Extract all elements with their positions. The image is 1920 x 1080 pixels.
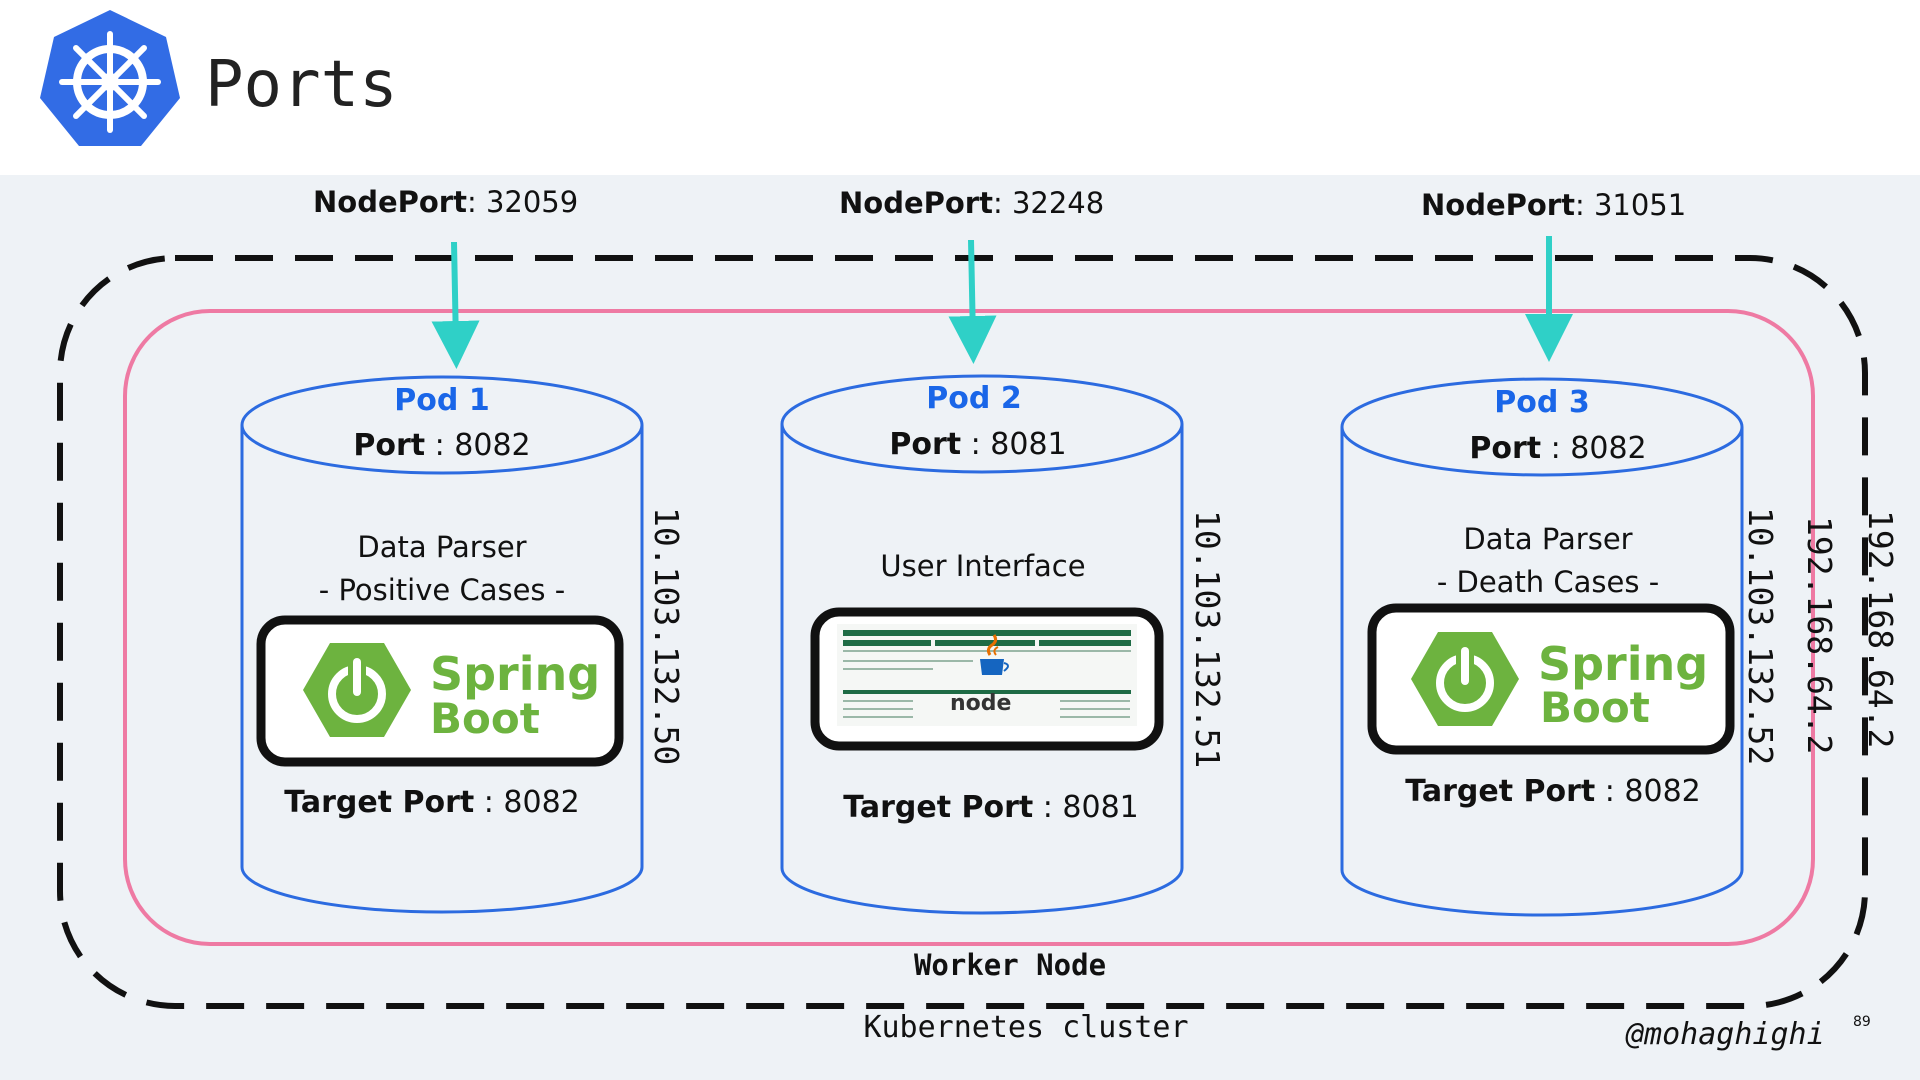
spring-boot-power-icon (303, 643, 411, 737)
pod-3-logo-boot: Boot (1540, 683, 1650, 732)
node-logo-text: node (950, 691, 1011, 716)
header: Ports (40, 10, 398, 146)
page-number: 89 (1853, 1014, 1871, 1030)
pod-1-logo-boot: Boot (430, 694, 540, 743)
pod-2: Pod 2 Port : 8081 User Interface (780, 374, 1184, 915)
node-ip-inner: 192.168.64.2 (1800, 516, 1839, 754)
page-title: Ports (205, 48, 398, 122)
pod-ips: 10.103.132.50 10.103.132.51 10.103.132.5… (647, 507, 1780, 768)
nodeport-label-3: NodePort: 31051 (1421, 188, 1686, 222)
spring-boot-power-icon (1411, 632, 1519, 726)
nodeport-label-1: NodePort: 32059 (313, 185, 578, 219)
pod-1-target-port: Target Port : 8082 (284, 785, 580, 820)
pod-2-target-port: Target Port : 8081 (843, 790, 1139, 825)
pod-1-logo-spring: Spring (430, 647, 600, 701)
pod-1-ip: 10.103.132.50 (647, 507, 686, 765)
pod-1-desc-line1: Data Parser (357, 530, 526, 564)
nodeport-arrow-2 (948, 239, 997, 364)
pod-3-desc-line2: - Death Cases - (1437, 565, 1659, 599)
cluster-label: Kubernetes cluster (863, 1010, 1188, 1045)
pod-2-ip: 10.103.132.51 (1188, 510, 1227, 768)
java-cup-icon (980, 634, 1009, 675)
pod-1: Pod 1 Port : 8082 Data Parser - Positive… (240, 375, 644, 914)
nodeport-arrows (431, 236, 1573, 369)
pod-1-name: Pod 1 (394, 383, 489, 418)
pod-3-logo-spring: Spring (1538, 637, 1708, 691)
nodeport-labels: NodePort: 32059 NodePort: 32248 NodePort… (313, 185, 1686, 222)
node-ip-outer: 192.168.64.2 (1861, 510, 1900, 748)
nodeport-label-2: NodePort: 32248 (839, 186, 1104, 220)
kubernetes-logo-icon (40, 10, 180, 146)
pod-3: Pod 3 Port : 8082 Data Parser - Death Ca… (1340, 377, 1744, 917)
cluster-boundary (57, 255, 1868, 1009)
worker-node-boundary (123, 309, 1815, 946)
pod-2-desc-line1: User Interface (880, 549, 1085, 583)
pod-3-port: Port : 8082 (1469, 431, 1646, 466)
pod-3-desc-line1: Data Parser (1463, 522, 1632, 556)
pod-2-name: Pod 2 (926, 381, 1021, 416)
author-handle: @mohaghighi (1625, 1017, 1825, 1052)
pod-3-ip: 10.103.132.52 (1741, 507, 1780, 765)
node-ips: 192.168.64.2 192.168.64.2 (1800, 510, 1900, 754)
worker-node-label: Worker Node (914, 948, 1106, 982)
nodeport-arrow-1 (431, 241, 480, 369)
pod-3-name: Pod 3 (1494, 385, 1589, 420)
pod-1-desc-line2: - Positive Cases - (319, 573, 565, 607)
pod-2-port: Port : 8081 (889, 427, 1066, 462)
pod-3-target-port: Target Port : 8082 (1405, 774, 1701, 809)
pod-1-port: Port : 8082 (353, 428, 530, 463)
